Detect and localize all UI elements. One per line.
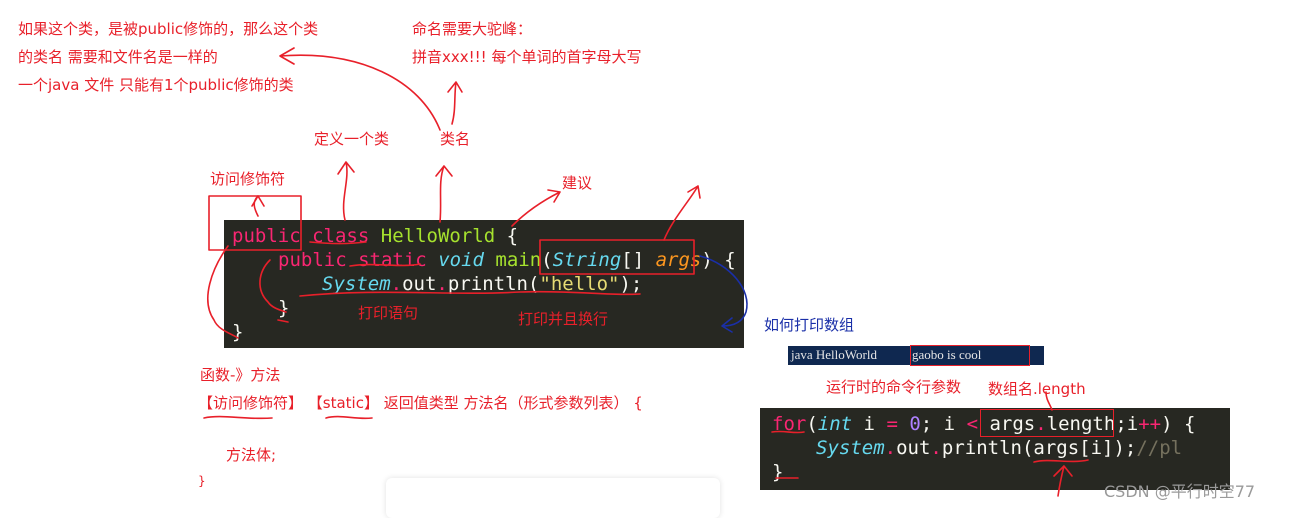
naming-rule-line-1: 命名需要大驼峰： — [412, 20, 533, 38]
naming-arrow — [447, 81, 463, 125]
var-args: args — [978, 413, 1036, 435]
keyword-int: int — [817, 413, 853, 435]
class-rule-line-1: 如果这个类，是被public修饰的，那么这个类 — [18, 20, 319, 38]
dot: . — [1035, 413, 1047, 435]
increment-var: ;i — [1115, 413, 1139, 435]
code-line-main-decl: public static void main(String[] args) { — [278, 248, 736, 272]
define-class-note: 定义一个类 — [314, 130, 390, 148]
args-length-box — [980, 409, 1114, 437]
op-assign: = — [886, 413, 898, 435]
code-line-println: System.out.println("hello"); — [322, 272, 642, 296]
keyword-public: public — [278, 249, 347, 271]
hello-world-code-block: public class HelloWorld { public static … — [224, 220, 744, 348]
bottom-card — [386, 478, 720, 518]
class-rule-line-2: 的类名 需要和文件名是一样的 — [18, 48, 218, 66]
method-close-brace: } — [198, 474, 206, 488]
number-zero: 0 — [909, 413, 921, 435]
method-signature-note: 【访问修饰符】 【static】 返回值类型 方法名（形式参数列表） { — [198, 394, 643, 412]
sig-underline-1 — [203, 415, 273, 420]
paren: ( — [806, 413, 818, 435]
dot: . — [884, 437, 897, 459]
runtime-args-note: 运行时的命令行参数 — [826, 378, 962, 396]
method-body-note: 方法体; — [226, 446, 277, 464]
param-args: args — [655, 249, 702, 271]
terminal-args: gaobo is cool — [912, 347, 985, 362]
class-system: System — [322, 273, 391, 295]
define-class-arrow — [337, 161, 355, 221]
dot: . — [390, 273, 403, 295]
print-newline-note: 打印并且换行 — [518, 310, 609, 328]
array-brackets: [] — [621, 249, 656, 271]
cond-start: ; i — [920, 413, 967, 435]
method-println: println( — [447, 273, 540, 295]
how-print-array-note: 如何打印数组 — [764, 316, 855, 334]
paren: ( — [541, 249, 553, 271]
keyword-public: public — [232, 225, 301, 247]
class-name-arrow — [435, 165, 453, 223]
code-line-class-decl: public class HelloWorld { — [232, 224, 518, 248]
class-rule-line-3: 一个java 文件 只能有1个public修饰的类 — [18, 76, 294, 94]
code-line-for: for(int i = 0; i < args.length;i++) { — [772, 412, 1195, 436]
statement-end: ); — [619, 273, 643, 295]
method-println-args: println(args[i]); — [941, 437, 1137, 459]
class-name: HelloWorld — [380, 225, 496, 247]
open-brace: { — [495, 225, 519, 247]
terminal-args-box — [910, 345, 1030, 366]
terminal-command-strip: java HelloWorld gaobo is cool — [788, 346, 1044, 365]
code-line-close-loop: } — [772, 461, 784, 483]
code-line-close-class: } — [232, 321, 244, 343]
field-out: out — [896, 437, 931, 459]
array-length-note: 数组名.length — [988, 380, 1086, 398]
paren-brace: ) { — [701, 249, 736, 271]
var-i: i — [852, 413, 887, 435]
op-increment: ++ — [1138, 413, 1162, 435]
paren-brace: ) { — [1161, 413, 1196, 435]
keyword-void: void — [438, 249, 484, 271]
dot: . — [930, 437, 942, 459]
dot: . — [436, 273, 448, 295]
keyword-class: class — [312, 225, 370, 247]
space — [898, 413, 909, 435]
field-out: out — [402, 273, 437, 295]
field-length: length — [1046, 413, 1116, 435]
func-method-note: 函数-》方法 — [200, 366, 281, 384]
terminal-command: java HelloWorld — [791, 347, 881, 362]
csdn-watermark: CSDN @平行时空77 — [1104, 482, 1256, 501]
keyword-static: static — [358, 249, 427, 271]
print-statement-note: 打印语句 — [358, 304, 419, 322]
comment: //pl — [1136, 437, 1183, 459]
method-main: main — [495, 249, 542, 271]
sig-underline-2 — [325, 415, 373, 420]
suggestion-note: 建议 — [562, 174, 593, 192]
code-line-close-method: } — [278, 297, 290, 319]
string-hello: "hello" — [539, 273, 620, 295]
naming-rule-line-2: 拼音xxx!!! 每个单词的首字母大写 — [412, 48, 642, 66]
access-arrow — [251, 195, 265, 217]
type-string: String — [552, 249, 622, 271]
op-less-than: < — [966, 413, 979, 435]
class-system: System — [816, 437, 885, 459]
loop-code-block: for(int i = 0; i < args.length;i++) { Sy… — [760, 408, 1230, 490]
code-line-println-args: System.out.println(args[i]);//pl — [816, 436, 1182, 460]
class-name-note: 类名 — [440, 130, 471, 148]
keyword-for: for — [772, 413, 807, 435]
access-modifier-note: 访问修饰符 — [210, 170, 286, 188]
